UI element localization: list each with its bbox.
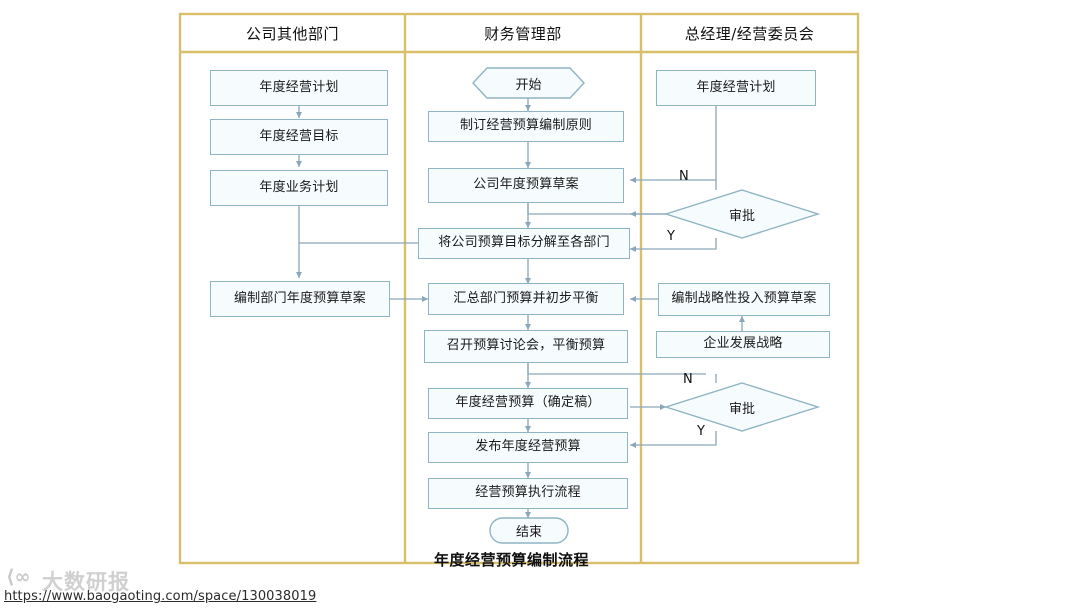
- node-final-budget[interactable]: 年度经营预算（确定稿）: [428, 388, 628, 419]
- end-stadium: [489, 517, 569, 544]
- node-consolidate-balance[interactable]: 汇总部门预算并初步平衡: [428, 283, 624, 315]
- watermark-logo-text: 大数研报: [42, 570, 130, 594]
- start-hexagon: [472, 67, 585, 99]
- node-annual-operating-plan-right[interactable]: 年度经营计划: [656, 70, 816, 106]
- lane-title-finance: 财务管理部: [405, 14, 641, 52]
- right-lane-connectors: [630, 106, 745, 448]
- watermark-logo-icon: ⟨∞: [6, 566, 31, 588]
- right-lane-shapes: [663, 189, 821, 432]
- lane-title-text: 总经理/经营委员会: [684, 24, 815, 43]
- node-strategic-investment-draft[interactable]: 编制战略性投入预算草案: [658, 283, 830, 316]
- branch-label-approval1-no: N: [679, 169, 689, 184]
- branch-label-approval2-yes: Y: [697, 424, 705, 439]
- lane-title-other-departments: 公司其他部门: [180, 14, 405, 52]
- node-execution-process[interactable]: 经营预算执行流程: [428, 478, 628, 509]
- node-decompose-targets[interactable]: 将公司预算目标分解至各部门: [418, 228, 630, 259]
- node-annual-business-plan[interactable]: 年度业务计划: [210, 170, 388, 206]
- approval-diamond-2: [663, 382, 821, 432]
- node-company-budget-draft[interactable]: 公司年度预算草案: [428, 168, 624, 203]
- watermark-url: https://www.baogaoting.com/space/1300380…: [4, 589, 317, 604]
- node-annual-operating-plan-left[interactable]: 年度经营计划: [210, 70, 388, 106]
- node-annual-operating-target[interactable]: 年度经营目标: [210, 119, 388, 155]
- node-budget-principles[interactable]: 制订经营预算编制原则: [428, 111, 624, 142]
- middle-lane-shapes: [472, 67, 585, 544]
- lane-title-gm-committee: 总经理/经营委员会: [641, 14, 858, 52]
- left-lane-connectors: [296, 106, 428, 302]
- node-enterprise-strategy[interactable]: 企业发展战略: [656, 331, 830, 358]
- node-publish-budget[interactable]: 发布年度经营预算: [428, 432, 628, 463]
- approval-diamond-1: [663, 189, 821, 239]
- diagram-title: 年度经营预算编制流程: [434, 551, 590, 569]
- node-dept-budget-draft[interactable]: 编制部门年度预算草案: [210, 281, 390, 317]
- lane-title-text: 财务管理部: [484, 24, 562, 43]
- lane-title-text: 公司其他部门: [245, 24, 339, 43]
- swimlane-frame: [178, 12, 860, 565]
- node-budget-meeting[interactable]: 召开预算讨论会，平衡预算: [424, 330, 628, 363]
- branch-label-approval2-no: N: [683, 372, 693, 387]
- branch-label-approval1-yes: Y: [667, 229, 675, 244]
